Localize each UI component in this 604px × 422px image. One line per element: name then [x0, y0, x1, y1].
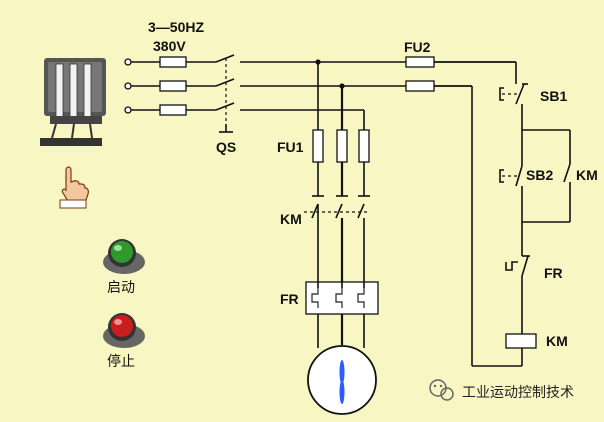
fu2-fuse-bottom [405, 80, 435, 92]
supply-voltage-label: 380V [153, 38, 186, 54]
fr-thermal-relay [305, 281, 379, 315]
watermark-text: 工业运动控制技术 [462, 385, 574, 401]
km-coil [505, 333, 537, 349]
stop-button[interactable] [103, 313, 145, 348]
km-main-label: KM [280, 211, 302, 227]
input-fuse-l3 [159, 104, 187, 116]
pointer-hand-icon [59, 166, 89, 209]
wechat-logo-icon [429, 379, 454, 401]
fr-control-label: FR [544, 265, 563, 281]
start-button-label: 启动 [107, 280, 135, 296]
supply-frequency-label: 3—50HZ [148, 19, 204, 35]
stop-button-label: 停止 [107, 353, 135, 370]
motor [307, 345, 377, 415]
control-circuit: SB1 SB2 KM FR KM [434, 61, 598, 367]
km-main-contacts [304, 195, 370, 219]
start-button-lamp [111, 241, 133, 263]
fu1-label: FU1 [277, 139, 304, 155]
fr-control-contact [505, 228, 530, 334]
fu1-fuse-l3 [358, 129, 370, 163]
qs-switch [215, 54, 235, 133]
sb2-label: SB2 [526, 167, 553, 183]
km-aux-label: KM [576, 167, 598, 183]
fu2-fuse-top [405, 56, 435, 68]
km-hold-contact [522, 130, 571, 223]
main-circuit: FU1 KM FR [277, 59, 379, 415]
stop-button-lamp [111, 315, 133, 337]
power-supply-icon [40, 58, 106, 146]
fu2-label: FU2 [404, 39, 431, 55]
km-coil-label: KM [546, 333, 568, 349]
fu1-fuse-l1 [312, 129, 324, 163]
start-button[interactable] [103, 239, 145, 274]
sb1-stop-contact [499, 62, 528, 132]
input-fuse-l2 [159, 80, 187, 92]
input-fuse-l1 [159, 56, 187, 68]
sb1-label: SB1 [540, 88, 567, 104]
sb2-start-contact [499, 165, 523, 228]
qs-label: QS [216, 139, 236, 155]
fu1-fuse-l2 [336, 129, 348, 163]
fr-main-label: FR [280, 291, 299, 307]
